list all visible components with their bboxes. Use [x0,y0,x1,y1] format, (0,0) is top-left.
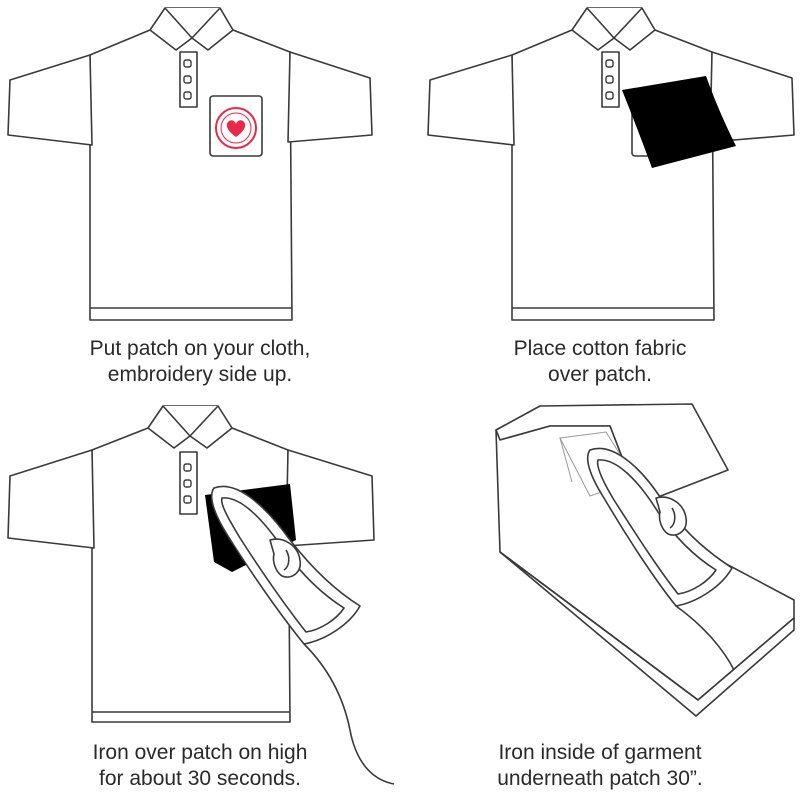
step-2-caption-line1: Place cotton fabric [513,337,687,360]
step-3-caption: Iron over patch on high for about 30 sec… [0,740,400,792]
step-2-panel: Place cotton fabric over patch. [400,0,800,400]
step-3-caption-line1: Iron over patch on high [92,741,308,764]
step-1-caption-line2: embroidery side up. [107,363,293,386]
polo-shirt-icon [7,7,373,321]
polo-shirt-icon [7,405,395,785]
step-1-caption-line1: Put patch on your cloth, [89,337,311,360]
step-1-caption: Put patch on your cloth, embroidery side… [0,336,400,388]
polo-shirt-icon [427,7,795,321]
step-3-panel: Iron over patch on high for about 30 sec… [0,400,400,800]
step-4-caption-line2: underneath patch 30”. [497,767,703,790]
clothes-iron-icon [586,447,735,671]
heart-patch-icon [215,107,257,149]
step-2-caption: Place cotton fabric over patch. [400,336,800,388]
step-1-panel: Put patch on your cloth, embroidery side… [0,0,400,400]
step-2-caption-line2: over patch. [548,363,652,386]
step-4-caption: Iron inside of garment underneath patch … [400,740,800,792]
cotton-fabric-icon [622,76,736,168]
step-4-caption-line1: Iron inside of garment [498,741,702,764]
step-4-panel: Iron inside of garment underneath patch … [400,400,800,800]
step-3-caption-line2: for about 30 seconds. [99,767,301,790]
inside-out-garment-icon [495,403,795,717]
clothes-iron-icon [210,485,395,785]
